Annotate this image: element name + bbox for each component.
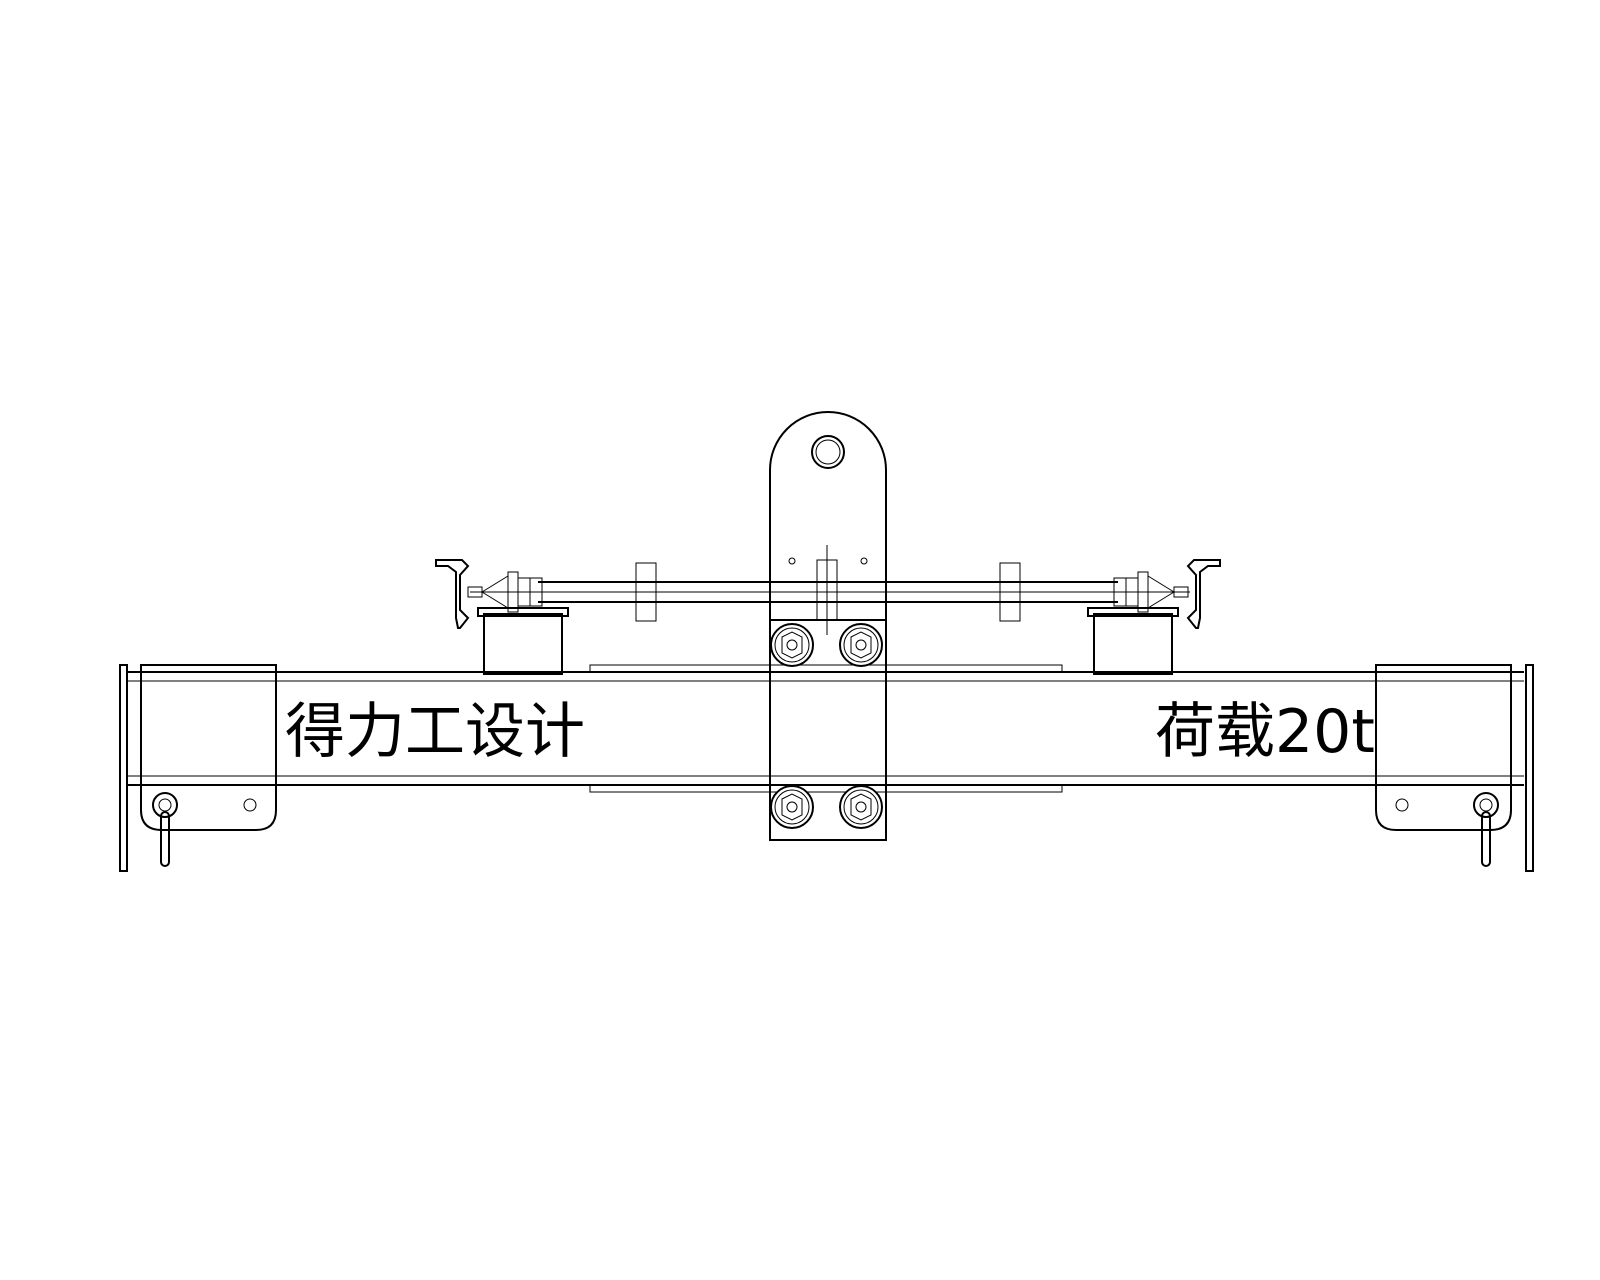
bolt-top-right — [839, 623, 883, 667]
adjusting-rod — [470, 545, 1190, 635]
lug-plate — [769, 619, 887, 841]
left-support-block — [477, 607, 569, 675]
bolt-bottom-left — [770, 785, 814, 829]
right-support-block — [1087, 607, 1179, 675]
main-beam — [119, 664, 1534, 872]
load-capacity-label: 荷载20t — [1155, 697, 1375, 767]
bolt-bottom-right — [839, 785, 883, 829]
right-end-bracket — [1375, 664, 1512, 867]
right-handwheel — [1113, 559, 1221, 629]
left-handwheel — [435, 559, 543, 629]
bolt-top-left — [770, 623, 814, 667]
designer-label: 得力工设计 — [285, 697, 585, 767]
lifting-lug — [769, 411, 887, 841]
left-end-bracket — [140, 664, 277, 867]
